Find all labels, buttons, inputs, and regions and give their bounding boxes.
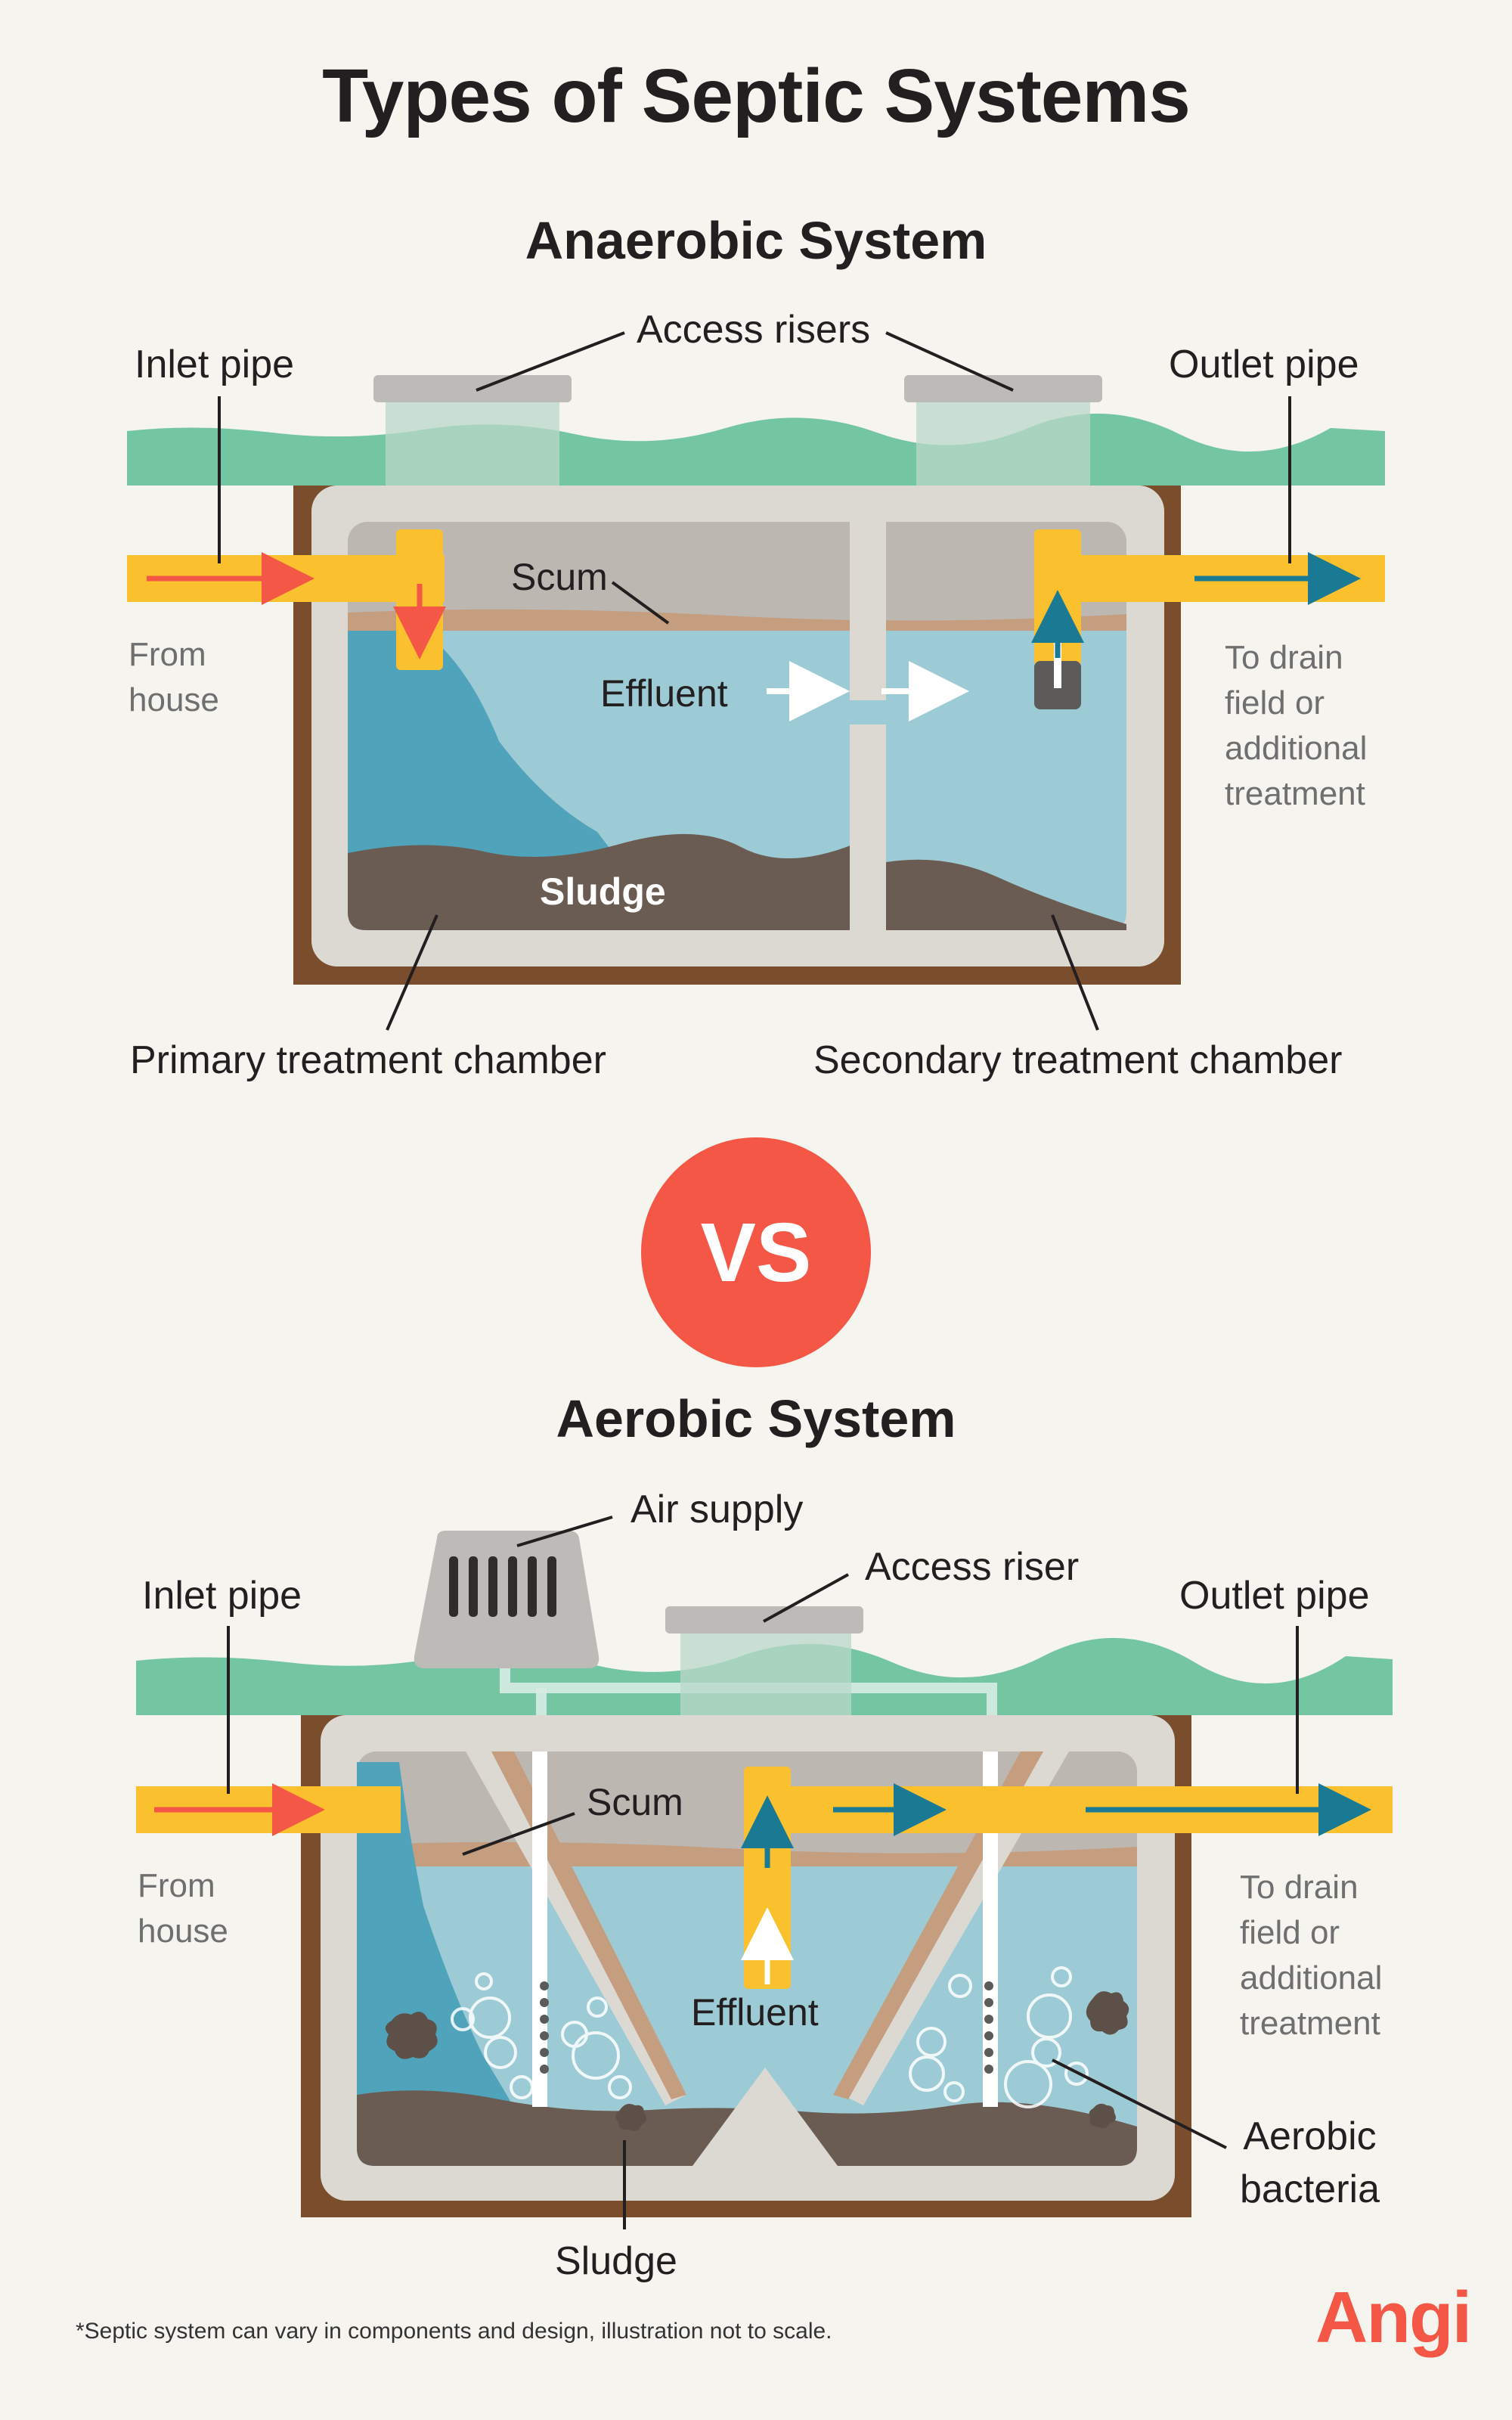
anaerobic-riser-cap-right [904, 375, 1102, 402]
aerobic-inlet-label: Inlet pipe [142, 1574, 302, 1618]
page-title: Types of Septic Systems [322, 54, 1191, 138]
aerobic-air-supply-unit [414, 1531, 600, 1668]
anaerobic-risers-leader-right [885, 331, 1014, 392]
anaerobic-risers-label: Access risers [637, 308, 871, 352]
angi-logo: Angi [1315, 2277, 1472, 2358]
anaerobic-from-house: From house [129, 636, 219, 718]
aerobic-riser-leader [763, 1573, 849, 1623]
anaerobic-effluent-label: Effluent [600, 672, 728, 715]
aerobic-diffuser-holes-right [984, 1981, 993, 2074]
aerobic-bubbles-right [909, 1966, 1089, 2108]
anaerobic-sludge-primary [348, 833, 854, 930]
anaerobic-grass [127, 413, 1385, 486]
anaerobic-heading: Anaerobic System [525, 211, 987, 270]
anaerobic-inflow-plume [348, 631, 627, 870]
aerobic-bacteria-clumps [385, 1991, 1129, 2131]
aerobic-bacteria-label: Aerobic bacteria [1240, 2114, 1380, 2211]
aerobic-bacteria-leader [1052, 2059, 1227, 2149]
aerobic-scum-label: Scum [587, 1781, 683, 1823]
aerobic-effluent-label: Effluent [691, 1991, 819, 2034]
anaerobic-secondary-leader [1051, 914, 1099, 1031]
aerobic-access-riser-label: Access riser [865, 1545, 1080, 1589]
aerobic-outlet-label: Outlet pipe [1179, 1574, 1370, 1618]
aerobic-heading: Aerobic System [556, 1389, 956, 1448]
anaerobic-divider-top [850, 522, 886, 700]
aerobic-air-supply-label: Air supply [631, 1488, 804, 1531]
anaerobic-riser-cap-left [373, 375, 572, 402]
anaerobic-secondary-chamber-label: Secondary treatment chamber [813, 1038, 1343, 1082]
anaerobic-to-drain: To drain field or additional treatment [1225, 639, 1368, 812]
aerobic-illustration [136, 1516, 1393, 2229]
aerobic-settling-cone [692, 2068, 838, 2166]
footnote: *Septic system can vary in components an… [76, 2319, 832, 2344]
aerobic-scum-leader [462, 1812, 575, 1856]
aerobic-air-leader [516, 1516, 613, 1547]
anaerobic-inlet-label: Inlet pipe [135, 343, 295, 386]
vs-badge: VS [641, 1137, 871, 1367]
anaerobic-scum-leader [611, 581, 670, 625]
aerobic-bubbles-left [451, 1972, 632, 2099]
aerobic-from-house: From house [138, 1867, 228, 1950]
anaerobic-risers-leader-left [476, 331, 625, 392]
aerobic-to-drain: To drain field or additional treatment [1240, 1869, 1383, 2042]
aerobic-air-vent-icon [449, 1556, 556, 1617]
anaerobic-scum-band [348, 609, 1126, 631]
aerobic-sludge-label: Sludge [555, 2239, 677, 2283]
anaerobic-sludge-secondary [886, 859, 1126, 930]
aerobic-diffuser-holes-left [540, 1981, 549, 2074]
anaerobic-divider-bottom [850, 724, 886, 930]
aerobic-inflow-plume [357, 1762, 544, 2166]
anaerobic-outlet-label: Outlet pipe [1169, 343, 1359, 386]
anaerobic-sludge-label: Sludge [540, 870, 666, 913]
anaerobic-primary-leader [386, 914, 438, 1031]
anaerobic-scum-label: Scum [511, 556, 608, 598]
anaerobic-riser-left [386, 393, 559, 486]
anaerobic-illustration [127, 331, 1385, 1031]
anaerobic-riser-right [916, 393, 1090, 486]
aerobic-riser [680, 1623, 851, 1715]
anaerobic-primary-chamber-label: Primary treatment chamber [130, 1038, 606, 1082]
